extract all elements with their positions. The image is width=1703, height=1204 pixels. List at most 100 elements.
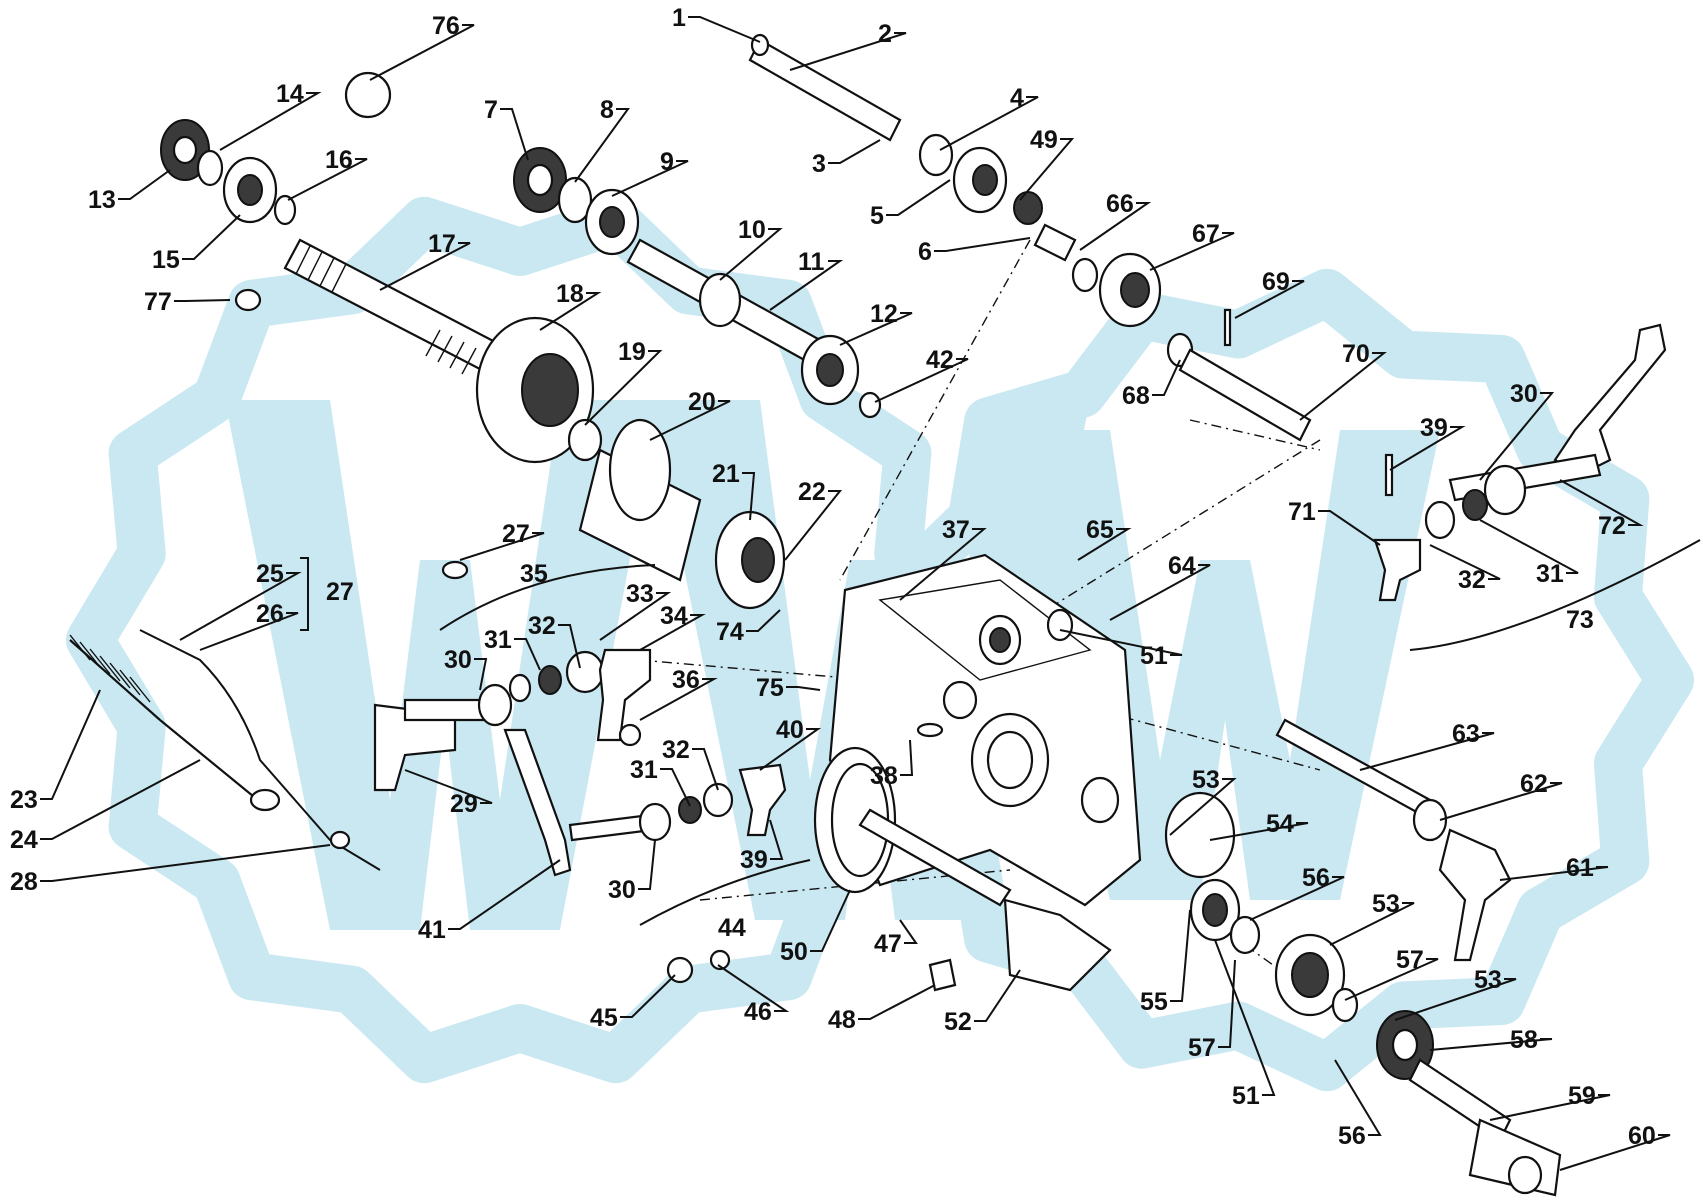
callout-label-47: 47 [874,930,902,958]
callout-label-72: 72 [1598,512,1626,540]
leader-line-39b [769,819,784,860]
leader-line-64 [1109,564,1211,621]
callout-label-27a: 27 [502,520,530,548]
leader-line-12 [839,312,913,346]
leader-line-31c [660,768,691,807]
callout-label-17: 17 [428,230,456,258]
callout-label-20: 20 [688,388,716,416]
callout-label-32c: 32 [662,736,690,764]
leader-line-6 [934,237,1031,252]
callout-label-52: 52 [944,1008,972,1036]
callout-label-38: 38 [870,762,898,790]
callout-label-50: 50 [780,938,808,966]
leader-line-32a [558,624,581,669]
leader-line-65 [1077,528,1132,561]
callout-label-55: 55 [1140,988,1168,1016]
callout-label-46: 46 [744,998,772,1026]
leader-line-1 [688,16,761,43]
leader-line-53b [1329,902,1415,946]
leader-line-13 [118,169,171,200]
callout-label-30c: 30 [608,876,636,904]
leader-line-2 [789,32,907,71]
callout-label-67: 67 [1192,220,1220,248]
leader-line-22 [784,490,843,561]
leader-line-36 [639,678,718,721]
leader-line-34 [639,614,706,651]
callout-label-75: 75 [756,674,784,702]
callout-label-41: 41 [418,916,446,944]
leader-line-70 [1299,352,1387,421]
leader-line-68 [1152,359,1181,396]
callout-label-32a: 32 [528,612,556,640]
callout-label-77: 77 [144,288,172,316]
leader-line-74 [746,609,781,632]
leader-line-18 [539,292,602,331]
callout-label-1: 1 [672,4,686,32]
leader-line-19 [584,350,663,426]
callout-label-10: 10 [738,216,766,244]
leader-line-25 [179,572,302,641]
callout-label-71: 71 [1288,498,1316,526]
leader-line-49 [1019,138,1075,201]
leader-line-40 [759,728,822,771]
leader-line-24 [40,759,201,840]
leader-line-67 [1149,232,1235,271]
callout-label-44: 44 [718,914,746,942]
callout-label-53a: 53 [1192,766,1220,794]
top-right-shaft-assembly [748,33,1312,442]
callout-label-53b: 53 [1372,890,1400,918]
lever-assembly-left [373,560,787,877]
callout-label-5: 5 [870,202,884,230]
callout-label-59: 59 [1568,1082,1596,1110]
leader-line-14 [219,92,322,151]
leader-line-17 [379,242,471,291]
callout-label-66: 66 [1106,190,1134,218]
callout-label-13: 13 [88,186,116,214]
callout-label-37: 37 [942,516,970,544]
callout-label-24: 24 [10,826,38,854]
callout-label-56b: 56 [1338,1122,1366,1150]
leader-line-30b [1479,392,1555,481]
callout-label-23: 23 [10,786,38,814]
leader-line-41 [448,859,561,930]
callout-label-60: 60 [1628,1122,1656,1150]
callout-label-48: 48 [828,1006,856,1034]
leader-line-30c [638,839,656,890]
cable-and-spring [69,629,381,871]
leader-line-66 [1079,202,1152,251]
callout-label-33: 33 [626,580,654,608]
leader-line-69 [1234,280,1305,319]
leader-line-28 [40,844,331,882]
callout-label-65: 65 [1086,516,1114,544]
leader-line-45 [620,974,676,1018]
callout-label-35: 35 [520,560,548,588]
leader-line-39a [1389,426,1466,471]
callout-label-31b: 31 [1536,560,1564,588]
callout-label-57b: 57 [1188,1034,1216,1062]
leader-line-15 [182,214,241,260]
callout-label-53c: 53 [1474,966,1502,994]
leader-lines [40,16,1701,1171]
leader-line-38 [900,739,914,776]
callout-label-29: 29 [450,790,478,818]
leader-line-51a [1059,629,1183,656]
callout-label-27b: 27 [326,578,354,606]
leader-line-37 [899,528,987,601]
leader-line-20 [649,400,731,441]
upper-shaft-assembly [283,147,882,610]
callout-label-70: 70 [1342,340,1370,368]
leader-line-5 [886,179,951,216]
leader-line-57b [1218,959,1236,1048]
bracket-35 [439,564,656,631]
leader-line-59 [1489,1094,1611,1121]
callout-label-57a: 57 [1396,946,1424,974]
splines [295,245,477,375]
leader-line-75 [786,686,821,691]
leader-line-3 [828,139,881,164]
callout-label-28: 28 [10,868,38,896]
callout-label-31c: 31 [630,756,658,784]
leader-line-61 [1499,866,1609,881]
leader-line-53c [1394,978,1517,1021]
